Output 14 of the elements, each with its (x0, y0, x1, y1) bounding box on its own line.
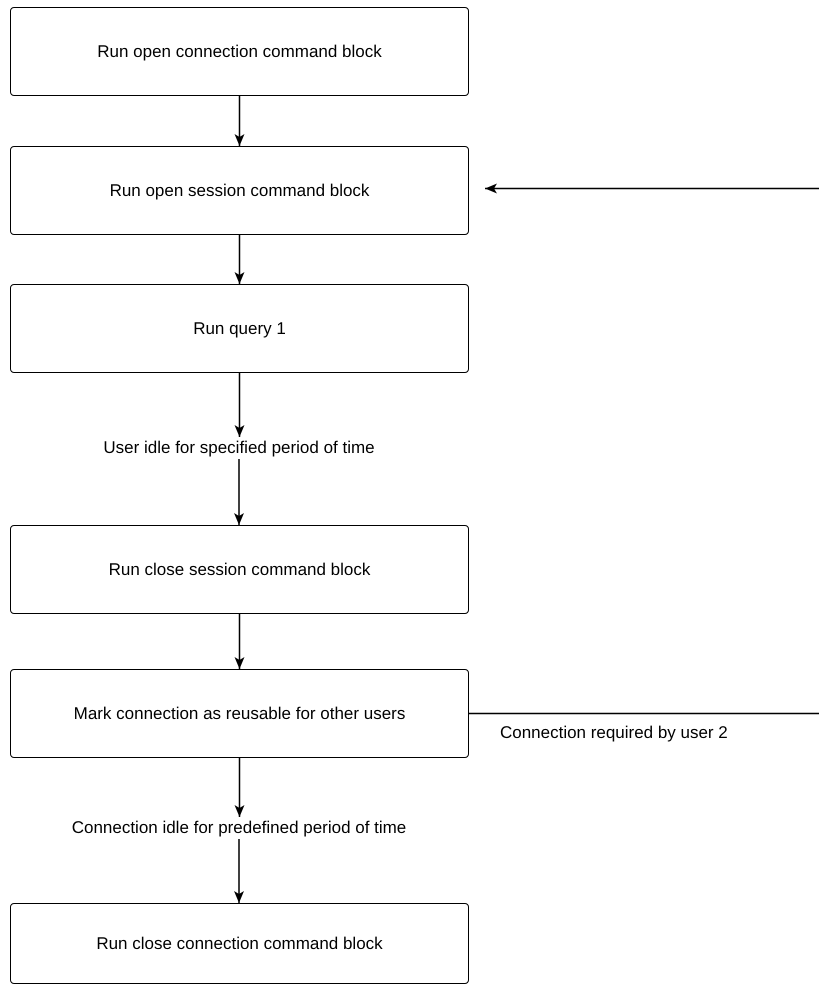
arrow (234, 235, 244, 284)
process-box: Run open connection command block (10, 7, 469, 96)
process-box: Run open session command block (10, 146, 469, 235)
process-box: Run close connection command block (10, 903, 469, 984)
arrow (234, 373, 244, 437)
process-box: Run query 1 (10, 284, 469, 373)
arrow (234, 459, 244, 525)
arrow (485, 184, 819, 194)
arrow (234, 614, 244, 669)
arrow (234, 96, 244, 146)
process-box: Run close session command block (10, 525, 469, 614)
arrow (234, 839, 244, 903)
process-box: Mark connection as reusable for other users (10, 669, 469, 758)
arrow (234, 758, 244, 817)
